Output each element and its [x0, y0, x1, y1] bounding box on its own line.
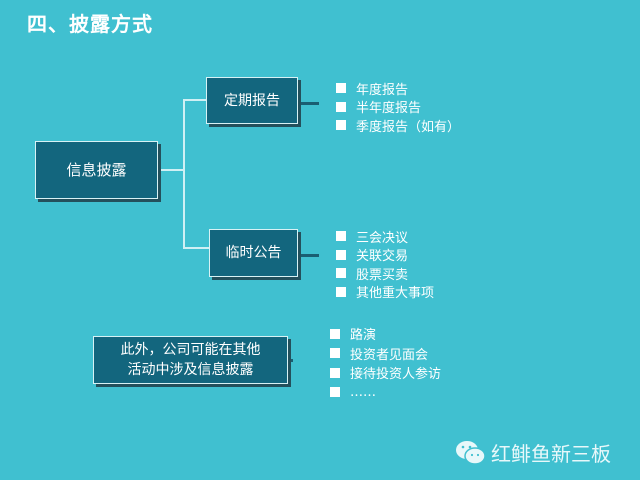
other-line-2: 活动中涉及信息披露: [127, 362, 254, 378]
bullet-icon: [336, 286, 346, 297]
list-item: ……: [330, 383, 441, 403]
wechat-icon: [456, 440, 486, 465]
root-box: 信息披露: [35, 141, 158, 199]
bullet-icon: [336, 83, 346, 94]
list-item: 股票买卖: [336, 264, 434, 283]
connector: [297, 102, 319, 105]
connector: [183, 99, 185, 249]
bullet-icon: [330, 367, 340, 378]
connector: [297, 254, 319, 257]
bullet-icon: [336, 231, 346, 242]
connector: [157, 169, 185, 171]
bullet-icon: [336, 120, 346, 131]
list-item: 关联交易: [336, 246, 434, 264]
list-item: 三会决议: [336, 227, 434, 246]
interim-list: 三会决议 关联交易 股票买卖 其他重大事项: [336, 227, 434, 301]
bullet-icon: [336, 249, 346, 260]
connector: [183, 99, 207, 101]
watermark: 红鲱鱼新三板: [455, 438, 611, 467]
list-item: 路演: [330, 324, 441, 344]
list-item: 投资者见面会: [330, 344, 441, 364]
periodic-list: 年度报告 半年度报告 季度报告（如有）: [336, 79, 460, 135]
list-item: 半年度报告: [336, 98, 460, 116]
bullet-icon: [336, 268, 346, 279]
connector: [287, 359, 293, 362]
bullet-icon: [330, 348, 340, 359]
slide-title: 四、披露方式: [27, 12, 153, 36]
list-item: 接待投资人参访: [330, 363, 441, 383]
bullet-icon: [330, 387, 340, 398]
list-item: 季度报告（如有）: [336, 116, 460, 135]
other-list: 路演 投资者见面会 接待投资人参访 ……: [330, 324, 441, 402]
interim-box: 临时公告: [209, 229, 298, 277]
other-line-1: 此外，公司可能在其他: [120, 342, 261, 358]
list-item: 年度报告: [336, 79, 460, 98]
other-box: 此外，公司可能在其他 活动中涉及信息披露: [93, 336, 288, 384]
periodic-box: 定期报告: [206, 77, 298, 124]
bullet-icon: [336, 101, 346, 112]
connector: [183, 247, 210, 249]
list-item: 其他重大事项: [336, 283, 434, 301]
bullet-icon: [330, 328, 340, 339]
